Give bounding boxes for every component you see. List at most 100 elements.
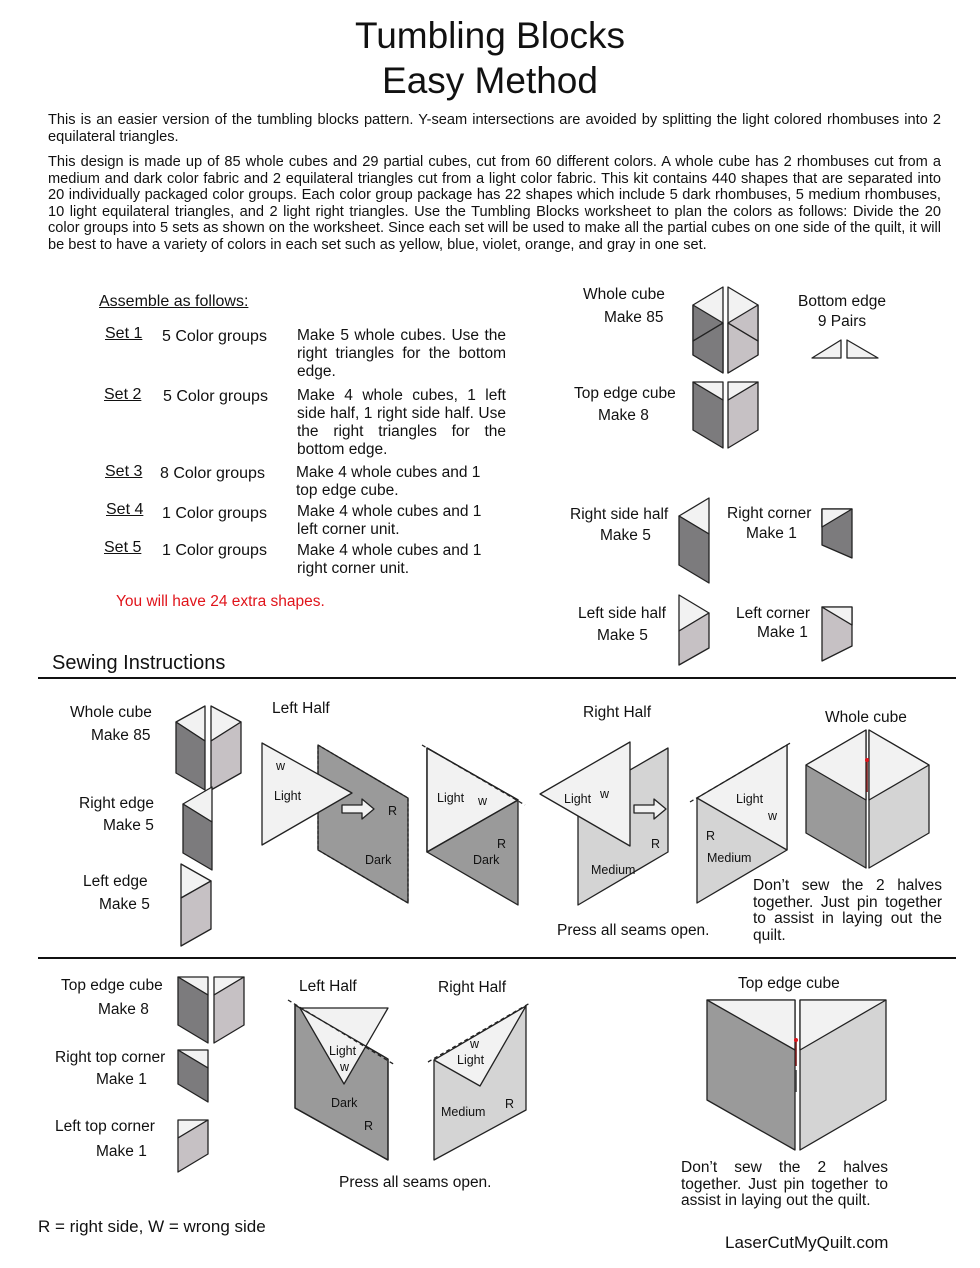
fig-label-r: R	[706, 829, 715, 843]
sewing-heading: Sewing Instructions	[52, 652, 226, 674]
set-instructions: Make 4 whole cubes and 1 left corner uni…	[297, 503, 482, 538]
label-top-edge-cube: Top edge cube	[574, 385, 676, 402]
sec2-right-half-title: Right Half	[438, 979, 507, 996]
fig-label-light: Light	[564, 792, 592, 806]
website: LaserCutMyQuilt.com	[725, 1233, 889, 1252]
sec1-left-half-title: Left Half	[272, 700, 330, 717]
label-left-side-make: Make 5	[597, 627, 648, 644]
sec1-left-edge: Left edge	[83, 873, 148, 890]
sec1-dont-sew-note: Don’t sew the 2 halves together. Just pi…	[753, 877, 942, 944]
label-bottom-edge-make: 9 Pairs	[817, 313, 867, 330]
extra-shapes-note: You will have 24 extra shapes.	[116, 593, 325, 610]
assemble-heading: Assemble as follows:	[99, 293, 249, 310]
fig-label-w: w	[469, 1037, 480, 1051]
set-name: Set 3	[105, 463, 143, 480]
fig-label-light: Light	[329, 1044, 357, 1058]
fig-label-medium: Medium	[591, 863, 635, 877]
sec1-left-edge-make: Make 5	[99, 896, 150, 913]
sec2-dont-sew-note: Don’t sew the 2 halves together. Just pi…	[681, 1159, 888, 1209]
fig-label-r: R	[388, 804, 397, 818]
sec1-whole-cube-make: Make 85	[91, 727, 151, 744]
set-groups: 1 Color groups	[162, 542, 267, 559]
page-title: Tumbling Blocks	[354, 15, 626, 56]
sec2-right-top-corner: Right top corner	[55, 1049, 166, 1066]
divider	[38, 677, 956, 679]
sec2-left-half-diagram	[287, 999, 396, 1161]
set-instructions: Make 4 whole cubes and 1 right corner un…	[297, 542, 482, 577]
fig-label-w: w	[599, 787, 610, 801]
fig-label-w: w	[767, 809, 778, 823]
label-right-side-half: Right side half	[570, 506, 669, 523]
fig-label-dark: Dark	[473, 853, 500, 867]
set-instructions: Make 5 whole cubes. Use the right triang…	[297, 327, 506, 380]
sec1-whole-cube-diagram	[175, 705, 242, 791]
set-instructions: Make 4 whole cubes, 1 left side half, 1 …	[297, 387, 506, 458]
sec2-top-edge-cube-pinned-diagram	[706, 999, 887, 1151]
label-whole-cube-make: Make 85	[604, 309, 664, 326]
fig-label-dark: Dark	[331, 1096, 358, 1110]
fig-label-w: w	[339, 1060, 350, 1074]
fig-label-r: R	[505, 1097, 514, 1111]
sec2-left-top-corner-diagram	[177, 1119, 209, 1173]
set-name: Set 2	[104, 386, 142, 403]
fig-label-r: R	[651, 837, 660, 851]
sec2-top-edge-title: Top edge cube	[738, 975, 840, 992]
divider	[38, 957, 956, 959]
set-groups: 1 Color groups	[162, 505, 267, 522]
sec1-right-half-diagram	[539, 741, 669, 906]
sec1-whole-cube-pinned-diagram	[805, 729, 930, 869]
intro-paragraph: This is an easier version of the tumblin…	[48, 112, 941, 145]
sec1-right-edge-diagram	[182, 786, 213, 871]
sec1-right-edge-make: Make 5	[103, 817, 154, 834]
sec1-left-half-joined-diagram	[421, 744, 526, 906]
description-paragraph: This design is made up of 85 whole cubes…	[48, 154, 941, 253]
sec1-right-half-joined-diagram	[689, 741, 793, 904]
set-groups: 5 Color groups	[162, 328, 267, 345]
sec1-right-half-title: Right Half	[583, 704, 652, 721]
sec1-whole-cube: Whole cube	[70, 704, 152, 721]
top-edge-cube-diagram	[692, 381, 759, 449]
fig-label-light: Light	[274, 789, 302, 803]
set-name: Set 5	[104, 539, 142, 556]
fig-label-light: Light	[457, 1053, 485, 1067]
set-name: Set 4	[106, 501, 144, 518]
legend-note: R = right side, W = wrong side	[38, 1217, 266, 1236]
sec2-left-top-make: Make 1	[96, 1143, 147, 1160]
fig-label-w: w	[477, 794, 488, 808]
label-right-corner: Right corner	[727, 505, 812, 522]
sec1-whole-cube-title: Whole cube	[825, 709, 907, 726]
sec2-top-edge-cube: Top edge cube	[61, 977, 163, 994]
label-left-side-half: Left side half	[578, 605, 666, 622]
label-left-corner-make: Make 1	[757, 624, 808, 641]
bottom-edge-diagram	[811, 339, 879, 359]
label-right-corner-make: Make 1	[746, 525, 797, 542]
sec1-left-half-diagram	[261, 742, 409, 904]
fig-label-w: w	[275, 759, 286, 773]
sec2-top-edge-make: Make 8	[98, 1001, 149, 1018]
sec2-right-top-make: Make 1	[96, 1071, 147, 1088]
label-bottom-edge: Bottom edge	[798, 293, 886, 310]
page-subtitle: Easy Method	[382, 60, 598, 101]
sec2-right-top-corner-diagram	[177, 1049, 209, 1103]
sec2-left-half-title: Left Half	[299, 978, 357, 995]
set-groups: 5 Color groups	[163, 388, 268, 405]
right-side-half-diagram	[678, 497, 710, 584]
sec1-left-edge-diagram	[180, 863, 212, 947]
set-name: Set 1	[105, 325, 143, 342]
right-corner-diagram	[821, 508, 853, 559]
fig-label-medium: Medium	[441, 1105, 485, 1119]
sec2-press-note: Press all seams open.	[339, 1174, 492, 1191]
whole-cube-diagram	[692, 286, 759, 374]
fig-label-r: R	[364, 1119, 373, 1133]
sec2-right-half-diagram	[427, 1002, 531, 1161]
label-left-corner: Left corner	[736, 605, 811, 622]
left-corner-diagram	[821, 606, 853, 662]
fig-label-r: R	[497, 837, 506, 851]
set-instructions: Make 4 whole cubes and 1 top edge cube.	[296, 464, 481, 499]
label-right-side-make: Make 5	[600, 527, 651, 544]
fig-label-light: Light	[437, 791, 465, 805]
fig-label-medium: Medium	[707, 851, 751, 865]
fig-label-dark: Dark	[365, 853, 392, 867]
sec2-top-edge-cube-diagram	[177, 976, 245, 1044]
